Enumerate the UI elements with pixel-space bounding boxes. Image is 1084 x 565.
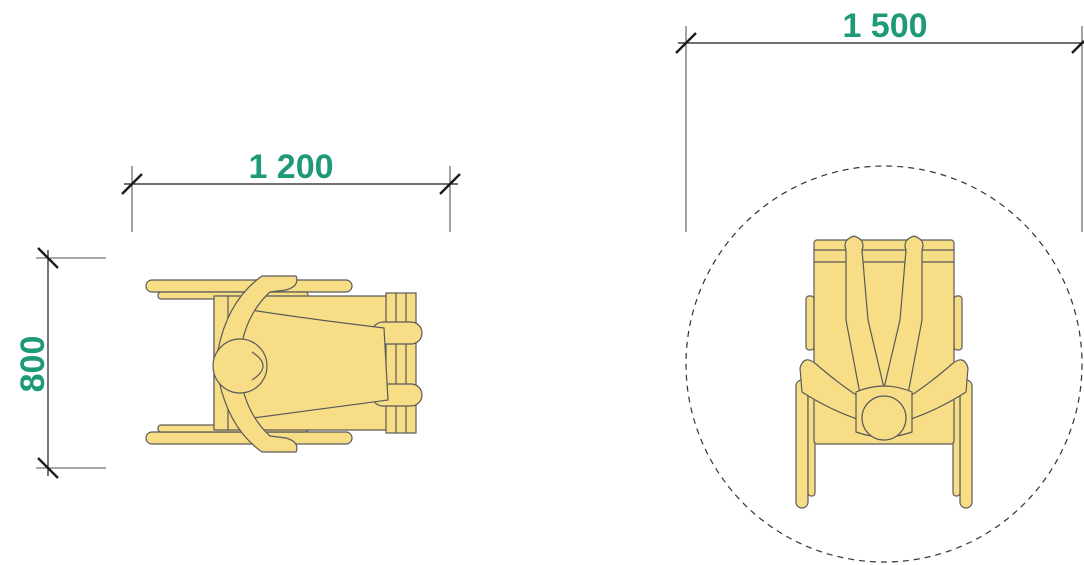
dimension-label-1200: 1 200 [248, 148, 333, 186]
dimension-depth-left: 800 [14, 247, 106, 479]
turning-circle [685, 165, 1083, 563]
right-wheelchair-figure [795, 235, 973, 509]
left-wheelchair-figure [145, 275, 423, 453]
dimension-turning-diameter: 1 500 [675, 7, 1084, 232]
dimension-label-1500: 1 500 [842, 7, 927, 45]
dimension-width-left: 1 200 [121, 148, 461, 232]
dimension-label-800: 800 [14, 336, 52, 393]
